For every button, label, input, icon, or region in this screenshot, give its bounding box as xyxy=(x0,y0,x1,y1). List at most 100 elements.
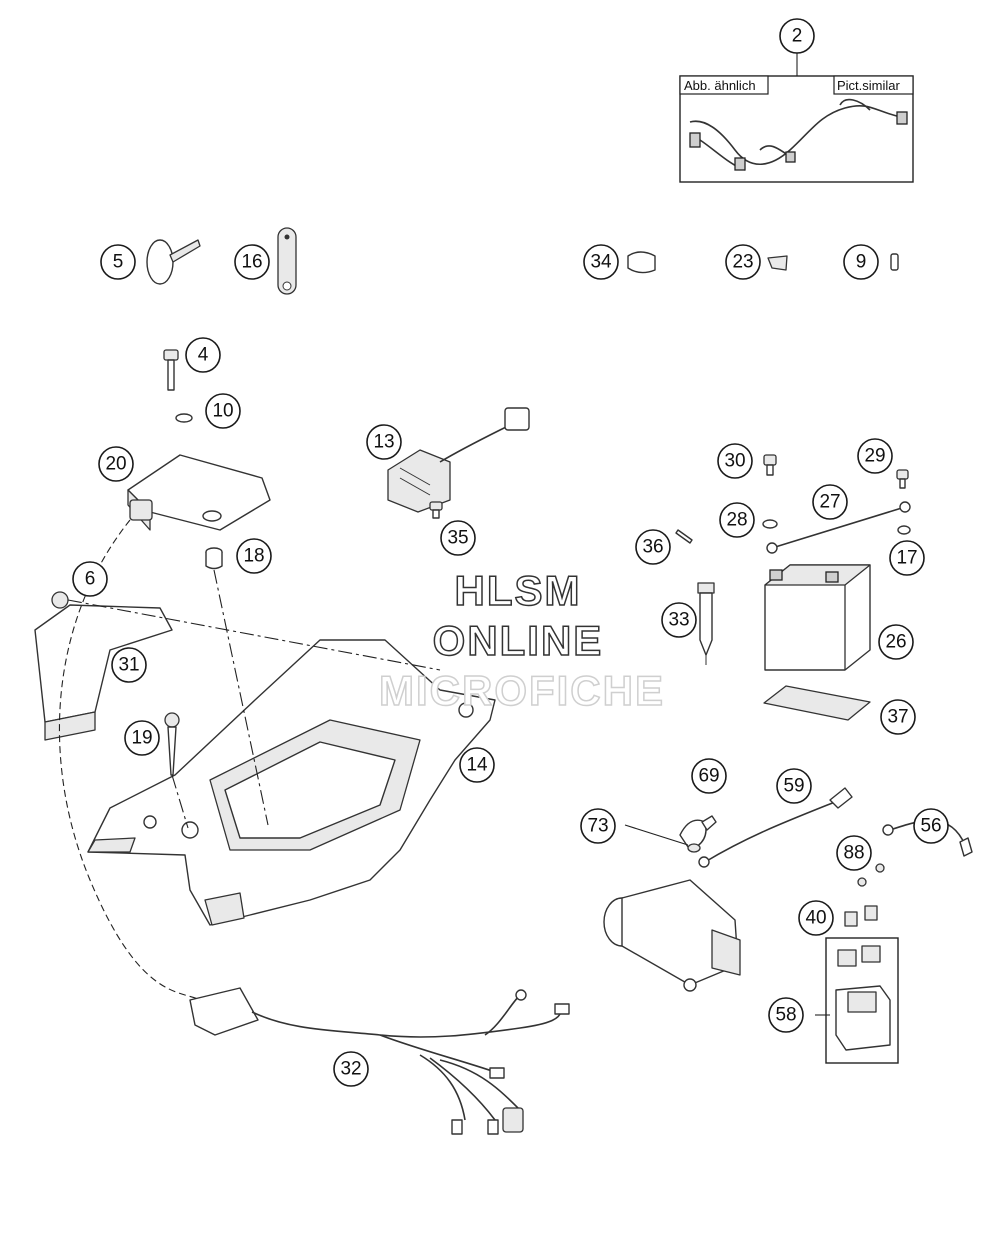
callout-2: 2 xyxy=(779,18,815,54)
washer-17 xyxy=(897,525,911,535)
callout-label: 2 xyxy=(792,26,803,47)
callout-31: 31 xyxy=(111,647,147,683)
watermark-line3: MICROFICHE xyxy=(379,667,665,714)
callout-label: 10 xyxy=(212,401,233,422)
bolt-35 xyxy=(429,501,443,519)
callout-label: 32 xyxy=(340,1059,361,1080)
battery-cable-27 xyxy=(766,501,911,554)
callout-33: 33 xyxy=(661,602,697,638)
callout-19: 19 xyxy=(124,720,160,756)
callout-label: 29 xyxy=(864,446,885,467)
callout-23: 23 xyxy=(725,244,761,280)
clip-34 xyxy=(627,251,656,274)
main-harness-32 xyxy=(189,987,570,1135)
callout-18: 18 xyxy=(236,538,272,574)
callout-label: 40 xyxy=(805,908,826,929)
callout-label: 20 xyxy=(105,454,126,475)
callout-label: 28 xyxy=(726,510,747,531)
callout-9: 9 xyxy=(843,244,879,280)
callout-28: 28 xyxy=(719,502,755,538)
callout-label: 6 xyxy=(85,569,96,590)
callouts: 2 5 16 34 23 9 4 10 20 18 6 31 19 13 35 … xyxy=(72,18,949,1087)
callout-17: 17 xyxy=(889,540,925,576)
callout-73: 73 xyxy=(580,808,616,844)
callout-label: 18 xyxy=(243,546,264,567)
callout-32: 32 xyxy=(333,1051,369,1087)
fuses-40 xyxy=(844,905,878,927)
callout-label: 4 xyxy=(198,345,209,366)
screws-88 xyxy=(857,863,885,887)
callout-4: 4 xyxy=(185,337,221,373)
bolt-29 xyxy=(896,469,909,489)
wiring-harness-inset: Abb. ähnlich Pict.similar xyxy=(679,75,914,183)
callout-label: 58 xyxy=(775,1005,796,1026)
callout-label: 31 xyxy=(118,655,139,676)
callout-label: 59 xyxy=(783,776,804,797)
bulb-9 xyxy=(890,253,899,271)
cap-69 xyxy=(679,815,717,851)
rubber-strap xyxy=(277,227,297,295)
callout-69: 69 xyxy=(691,758,727,794)
callout-13: 13 xyxy=(366,424,402,460)
callout-label: 36 xyxy=(642,537,663,558)
callout-59: 59 xyxy=(776,768,812,804)
callout-label: 69 xyxy=(698,766,719,787)
watermark-line1: HLSM xyxy=(455,567,582,614)
screw-19 xyxy=(164,712,180,776)
callout-29: 29 xyxy=(857,438,893,474)
callout-34: 34 xyxy=(583,244,619,280)
callout-label: 16 xyxy=(241,252,262,273)
callout-14: 14 xyxy=(459,747,495,783)
leader-lines xyxy=(58,519,830,1016)
callout-30: 30 xyxy=(717,443,753,479)
callout-label: 27 xyxy=(819,492,840,513)
callout-label: 33 xyxy=(668,610,689,631)
starter-cable-59 xyxy=(698,787,853,868)
callout-label: 56 xyxy=(920,816,941,837)
inset-label-right: Pict.similar xyxy=(837,78,901,93)
washer-28 xyxy=(762,519,778,529)
fuse-holder-33 xyxy=(697,582,715,665)
callout-88: 88 xyxy=(836,835,872,871)
callout-6: 6 xyxy=(72,561,108,597)
callout-56: 56 xyxy=(913,808,949,844)
callout-label: 9 xyxy=(856,252,867,273)
callout-label: 88 xyxy=(843,843,864,864)
callout-20: 20 xyxy=(98,446,134,482)
callout-label: 37 xyxy=(887,707,908,728)
callout-label: 35 xyxy=(447,528,468,549)
bracket-31 xyxy=(34,604,173,741)
callout-10: 10 xyxy=(205,393,241,429)
watermark-line2: ONLINE xyxy=(433,617,604,664)
cable-tie xyxy=(146,239,201,285)
callout-36: 36 xyxy=(635,529,671,565)
relay-inset-58 xyxy=(825,937,899,1064)
bolt-4 xyxy=(163,349,179,391)
callout-label: 34 xyxy=(590,252,612,273)
watermark: HLSM ONLINE MICROFICHE xyxy=(378,566,665,715)
callout-40: 40 xyxy=(798,900,834,936)
callout-label: 26 xyxy=(885,632,906,653)
inset-label-left: Abb. ähnlich xyxy=(684,78,756,93)
callout-label: 30 xyxy=(724,451,745,472)
callout-35: 35 xyxy=(440,520,476,556)
callout-label: 13 xyxy=(373,432,394,453)
filter-box-14 xyxy=(87,639,496,926)
callout-5: 5 xyxy=(100,244,136,280)
voltage-regulator-13 xyxy=(387,407,530,513)
callout-label: 14 xyxy=(466,755,488,776)
callout-label: 17 xyxy=(896,548,917,569)
callout-label: 73 xyxy=(587,816,608,837)
callout-27: 27 xyxy=(812,484,848,520)
battery-pad-37 xyxy=(763,685,871,721)
battery-26 xyxy=(764,564,871,671)
callout-label: 19 xyxy=(131,728,152,749)
sleeve-18 xyxy=(205,547,223,570)
screw-36 xyxy=(675,529,693,544)
callout-58: 58 xyxy=(768,997,804,1033)
callout-label: 23 xyxy=(732,252,753,273)
control-unit-20 xyxy=(127,454,271,531)
nut-73 xyxy=(687,843,701,853)
nut-6 xyxy=(51,591,69,609)
